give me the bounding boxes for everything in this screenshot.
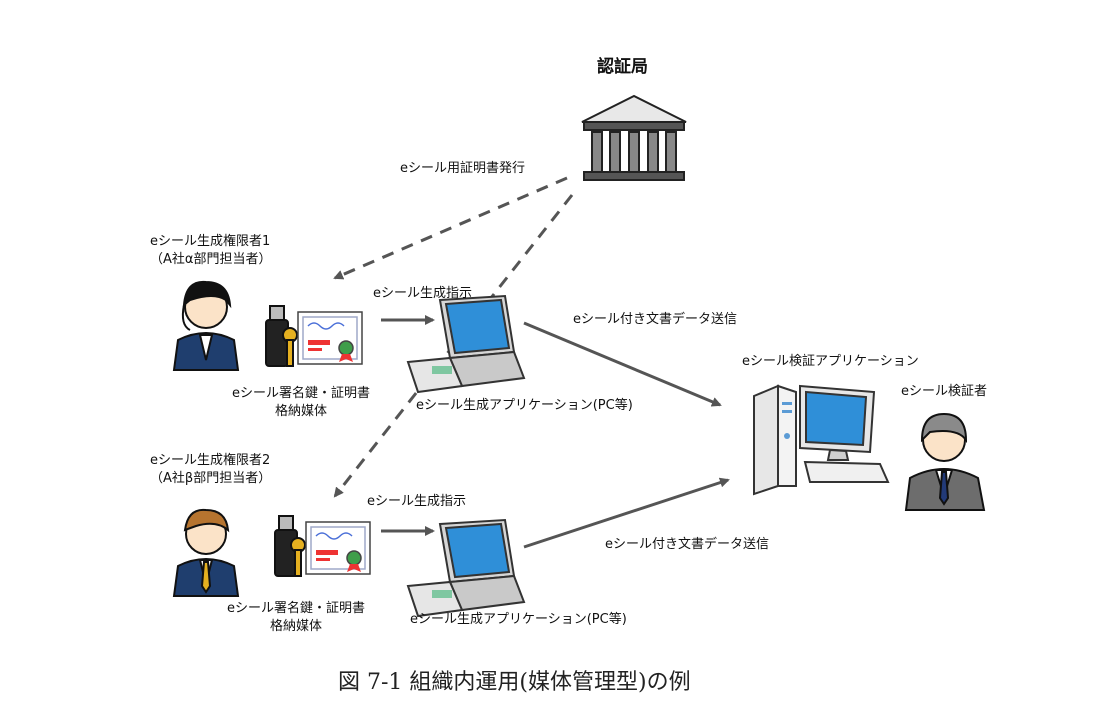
instruction-arrows (381, 315, 730, 549)
media2-line1: eシール署名鍵・証明書 (227, 601, 365, 616)
figure-caption: 図 7-1 組織内運用(媒体管理型)の例 (338, 670, 691, 695)
holder1-line2: （A社α部門担当者） (150, 252, 272, 267)
laptop-icon (406, 294, 526, 394)
media2-line2: 格納媒体 (269, 619, 322, 634)
instruction2-label: eシール生成指示 (367, 494, 466, 509)
person-1-icon (172, 280, 240, 371)
certificate-authority-title: 認証局 (597, 57, 648, 77)
holder2-line2: （A社β部門担当者） (150, 471, 272, 486)
send2-label: eシール付き文書データ送信 (605, 537, 769, 552)
verifier-person-icon (904, 412, 986, 511)
cert-issue-label: eシール用証明書発行 (400, 161, 525, 176)
usb-key-icon (265, 305, 298, 367)
certificate-icon (305, 521, 371, 575)
holder2-line1: eシール生成権限者2 (150, 453, 271, 468)
usb-key-icon (274, 515, 306, 577)
verify-app-label: eシール検証アプリケーション (742, 354, 919, 369)
desktop-computer-icon (753, 384, 890, 496)
bank-building-icon (581, 94, 687, 181)
media1-line2: 格納媒体 (274, 404, 327, 419)
media1-line1: eシール署名鍵・証明書 (232, 386, 370, 401)
holder1-line1: eシール生成権限者1 (150, 234, 271, 249)
app2-label: eシール生成アプリケーション(PC等) (410, 612, 627, 627)
app1-label: eシール生成アプリケーション(PC等) (416, 398, 633, 413)
instruction1-label: eシール生成指示 (373, 286, 472, 301)
certificate-icon (297, 311, 363, 365)
laptop-icon (406, 518, 526, 618)
person-2-icon (172, 508, 240, 597)
verifier-label: eシール検証者 (901, 384, 987, 399)
send1-label: eシール付き文書データ送信 (573, 312, 737, 327)
